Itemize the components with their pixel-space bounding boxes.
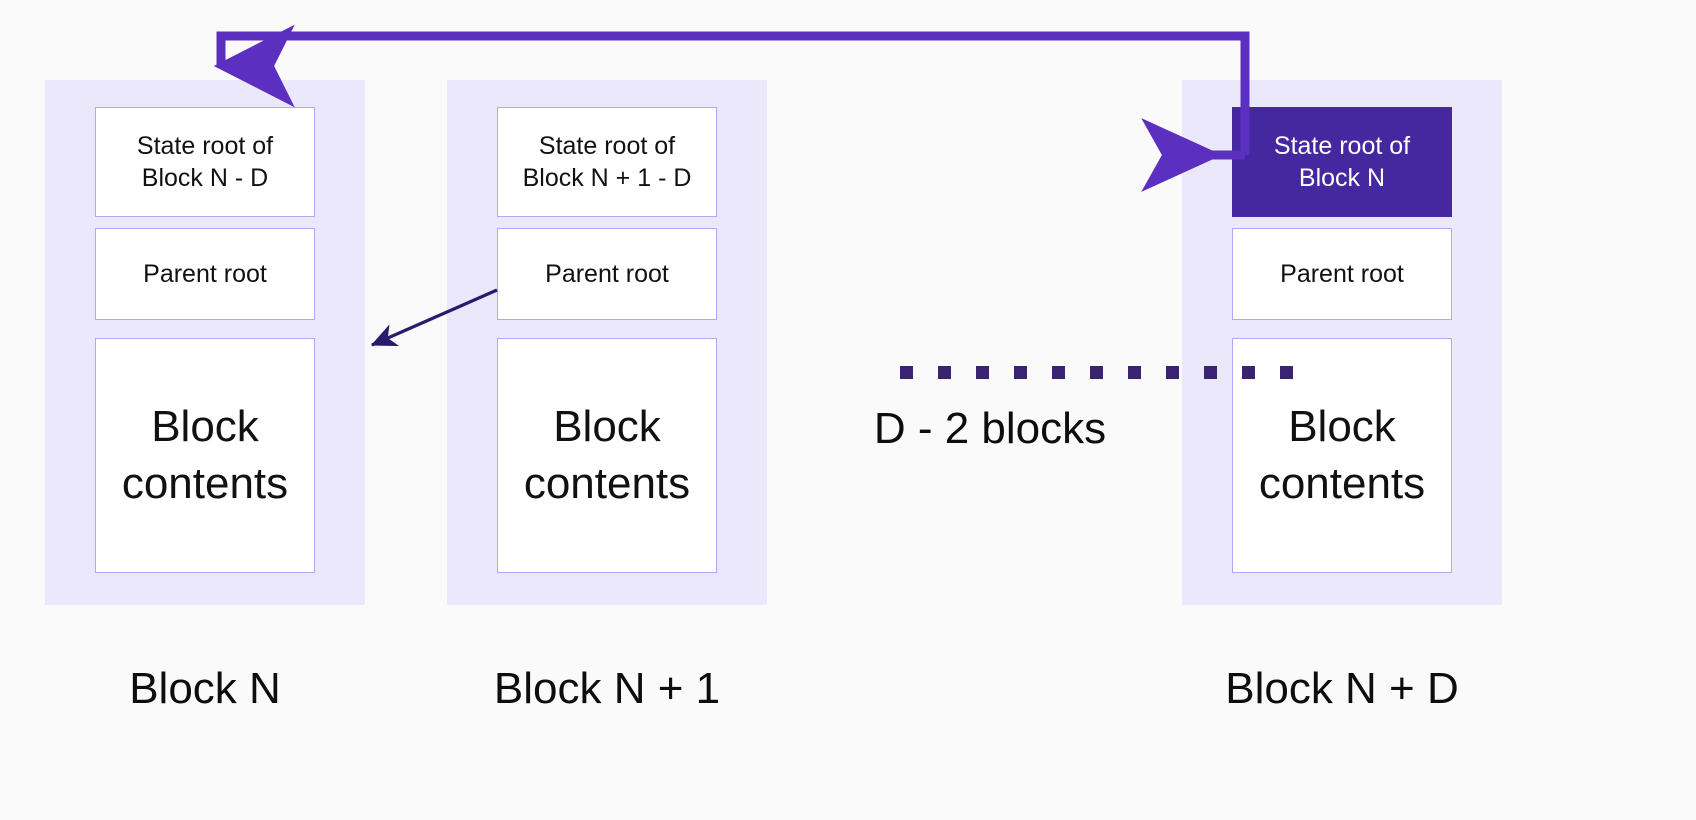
gap-dot [1052, 366, 1065, 379]
gap-dot [1128, 366, 1141, 379]
parent-root-box-block-n-plus-d: Parent root [1232, 228, 1452, 320]
column-label-block-n-plus-d: Block N + D [1225, 664, 1459, 713]
gap-dot [1090, 366, 1103, 379]
parent-root-box-block-n-plus-1: Parent root [497, 228, 717, 320]
gap-dot [976, 366, 989, 379]
block-contents-box-block-n-plus-1: Block contents [497, 338, 717, 573]
state-root-box-block-n: State root of Block N - D [95, 107, 315, 217]
state-root-box-block-n-plus-d: State root of Block N [1232, 107, 1452, 217]
gap-dot [1014, 366, 1027, 379]
gap-dot [900, 366, 913, 379]
column-label-block-n-plus-1: Block N + 1 [493, 664, 721, 713]
block-contents-box-block-n: Block contents [95, 338, 315, 573]
block-contents-box-block-n-plus-d: Block contents [1232, 338, 1452, 573]
gap-dot [1204, 366, 1217, 379]
gap-dot [1242, 366, 1255, 379]
parent-root-box-block-n: Parent root [95, 228, 315, 320]
state-root-box-block-n-plus-1: State root of Block N + 1 - D [497, 107, 717, 217]
gap-caption: D - 2 blocks [873, 404, 1107, 453]
block-column-block-n: State root of Block N - D Parent root Bl… [45, 80, 365, 605]
gap-dot [1280, 366, 1293, 379]
gap-dot [938, 366, 951, 379]
block-column-block-n-plus-1: State root of Block N + 1 - D Parent roo… [447, 80, 767, 605]
gap-dot [1166, 366, 1179, 379]
column-label-block-n: Block N [129, 664, 281, 713]
gap-dotted-line [900, 366, 1293, 379]
block-column-block-n-plus-d: State root of Block N Parent root Block … [1182, 80, 1502, 605]
